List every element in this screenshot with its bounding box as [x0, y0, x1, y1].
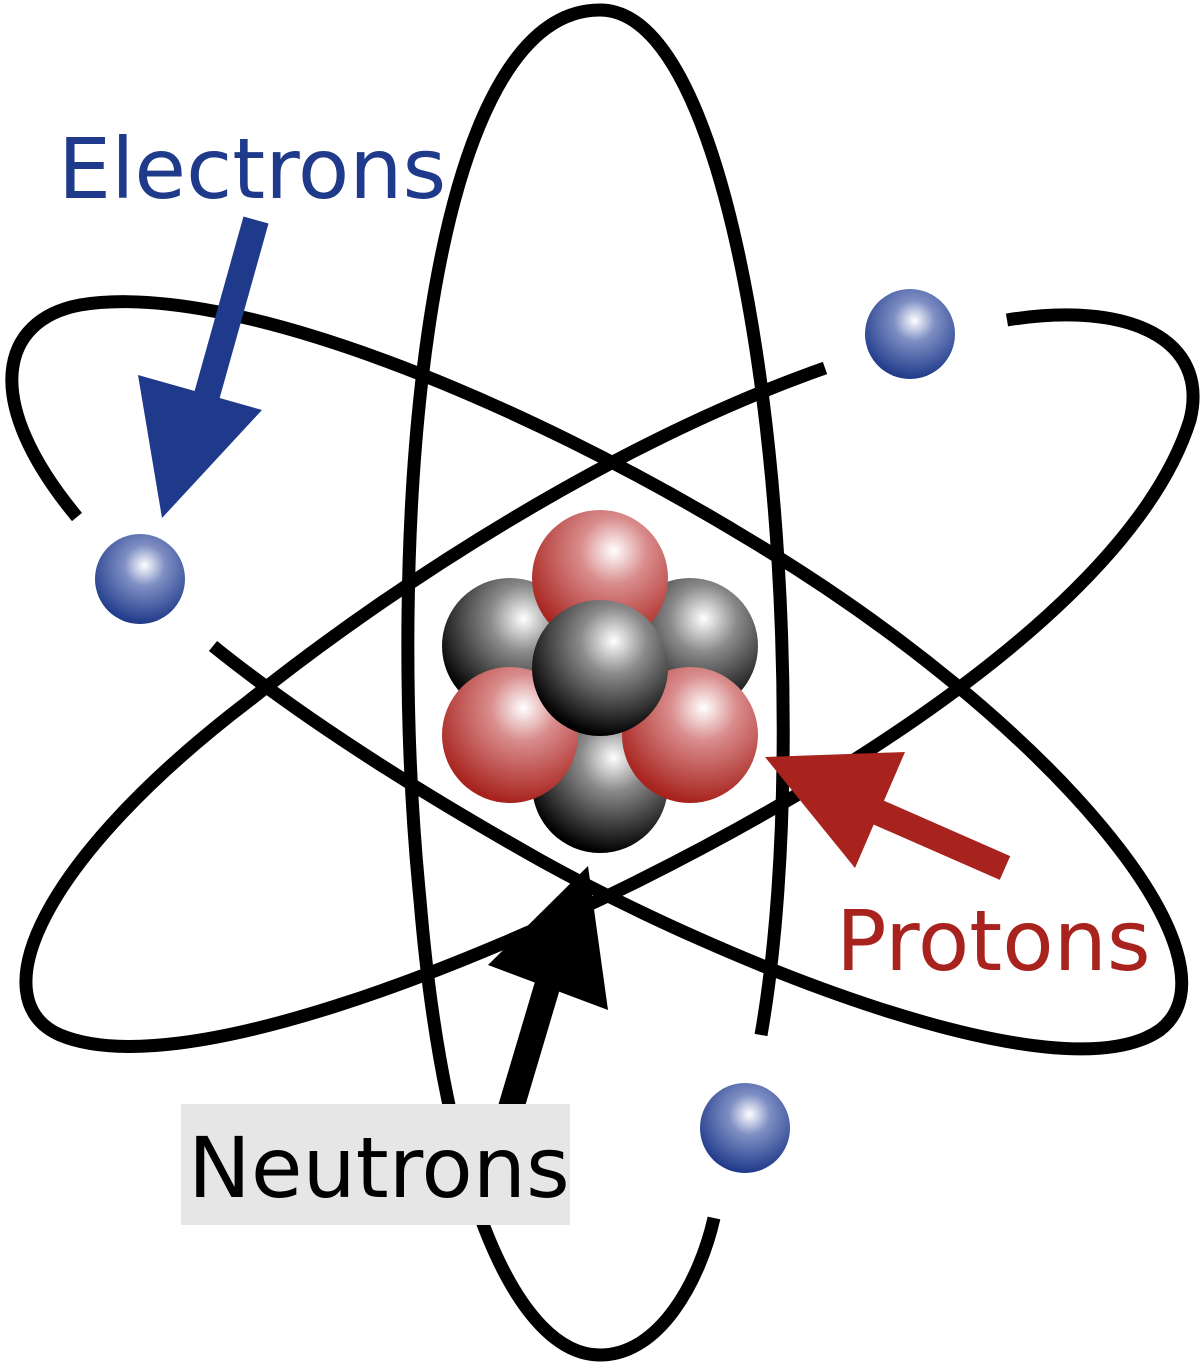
nucleus [442, 510, 758, 853]
orbit-ascending [19, 308, 1200, 1053]
electron-bottom [700, 1083, 790, 1173]
electrons [95, 289, 955, 1173]
electron-left [95, 534, 185, 624]
orbit-vertical [401, 3, 790, 1362]
neutron-arrow [488, 866, 608, 1132]
neutron-arrowhead [488, 866, 608, 1010]
protons-label: Protons [836, 892, 1151, 990]
electron-arrow [138, 216, 269, 518]
orbit-descending [5, 295, 1189, 1056]
neutron-center [532, 600, 668, 736]
electrons-label: Electrons [58, 120, 446, 218]
orbits [5, 3, 1200, 1362]
neutrons-label-background [181, 1104, 570, 1225]
proton-arrow [765, 752, 1011, 880]
neutrons-label: Neutrons [188, 1119, 570, 1217]
proton-arrowhead [765, 752, 905, 868]
electron-arrowhead [138, 375, 262, 518]
electron-top-right [865, 289, 955, 379]
